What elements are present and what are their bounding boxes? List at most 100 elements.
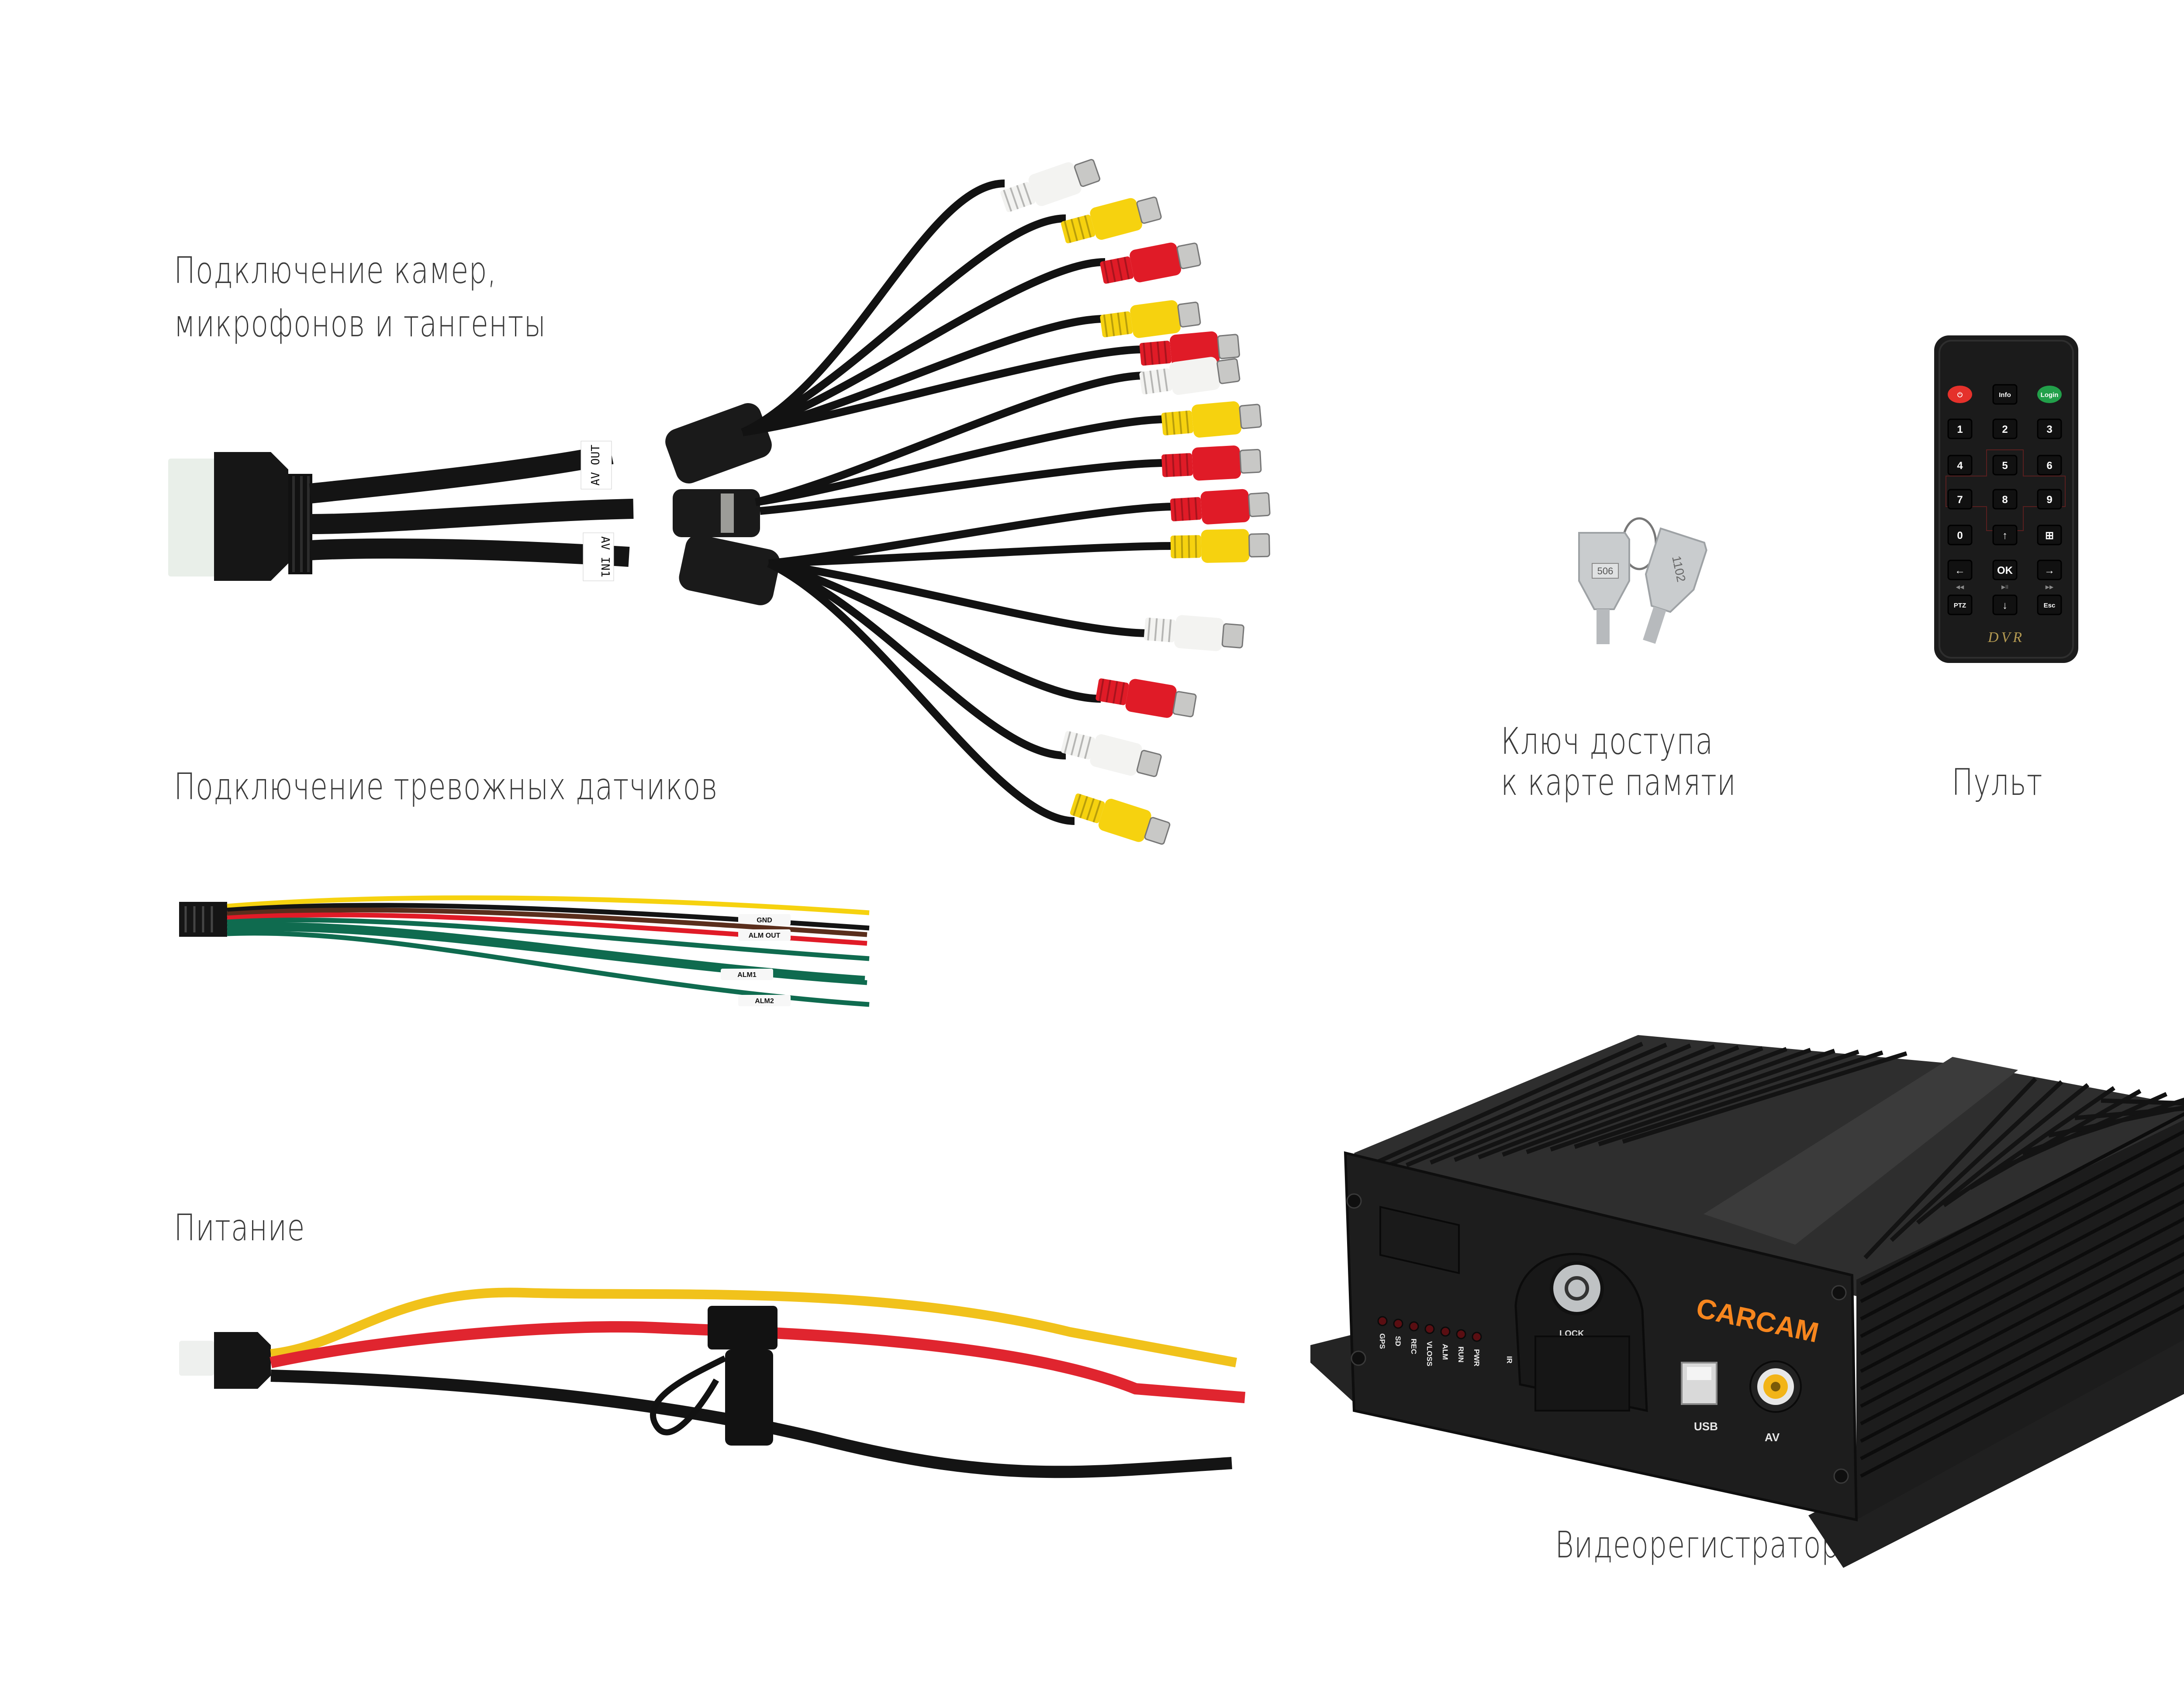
remote-button-→[interactable]: → [2037,559,2062,580]
fin [1863,1077,2037,1260]
remote-button-esc[interactable]: Esc [2037,594,2062,615]
remote-button-↓[interactable]: ↓ [1992,594,2018,615]
key-lock-cylinder[interactable] [1550,1261,1604,1315]
sd-card-door[interactable] [1534,1336,1630,1412]
trunk-cable-av-out [309,444,614,504]
remote-button-⊞[interactable]: ⊞ [2037,525,2062,545]
side-fin [1860,1269,2184,1443]
fin [1357,1042,1644,1173]
remote-button-3[interactable]: 3 [2037,418,2062,439]
alarm-wire-tag [738,929,791,941]
remote-button-7[interactable]: 7 [1947,489,1973,510]
alarm-wire-tag-text: ALM OUT [749,932,781,939]
av-breakout-cable: AV OUT AV IN1 [168,159,1271,845]
rca-lead [741,258,1106,436]
led-gps [1377,1316,1388,1326]
remote-button-2[interactable]: 2 [1992,418,2018,439]
dpad-outline [1946,449,2066,531]
rca-lead [768,542,1175,567]
caption-cameras-line2: микрофонов и тангенты [174,302,546,345]
side-fin [1860,1217,2184,1391]
tag-av-in1 [583,532,614,581]
alarm-wire-tag [738,995,791,1006]
tag-av-in1-text: AV IN1 [598,536,612,577]
display-window [1379,1206,1460,1274]
rca-lead [742,315,1106,436]
remote-button-info[interactable]: Info [1992,384,2018,405]
remote-media-hint: ▶II [2001,584,2008,590]
led-label-sd: SD [1394,1336,1402,1346]
remote-button-1[interactable]: 1 [1947,418,1973,439]
fin [1502,1047,1787,1157]
remote-button-↑[interactable]: ↑ [1992,525,2018,545]
rca-lead [760,459,1167,515]
svg-text:0: 0 [1957,530,1963,542]
svg-text:5: 5 [2002,460,2008,472]
remote-button-6[interactable]: 6 [2037,455,2062,476]
remote-button-power[interactable]: ⏻ [1948,386,1972,403]
remote-button-←[interactable]: ← [1947,559,1973,580]
caption-keys-line1: Ключ доступа [1501,720,1714,763]
power-plug-insert [179,1341,214,1376]
caption-cameras-line1: Подключение камер, [174,249,497,292]
side-fins [1860,1112,2184,1478]
power-wire-yellow [270,1287,1237,1367]
sd-access-keys: 506 1102 [1578,517,1707,644]
fuse-holder-body [725,1349,773,1446]
remote-button-8[interactable]: 8 [1992,489,2018,510]
heatsink-fins [1357,1042,2184,1260]
splitter-hub-bottom [679,535,780,605]
aviation-connector [673,489,760,537]
remote-button-0[interactable]: 0 [1947,525,1973,545]
led-rec [1409,1321,1419,1332]
rca-lead [741,179,1005,436]
remote-button-9[interactable]: 9 [2037,489,2062,510]
remote-button-ok[interactable]: OK [1992,559,2018,580]
svg-text:↓: ↓ [2002,600,2008,611]
rca-lead [767,559,1075,825]
fin [1916,1083,2090,1225]
side-fin [1860,1304,2184,1478]
trunk-cable-aviation [310,499,634,534]
svg-text:3: 3 [2046,424,2052,435]
av-label: AV [1765,1431,1780,1444]
side-fin [1860,1234,2184,1408]
rca-connector-yellow [1070,793,1171,845]
remote-button-4[interactable]: 4 [1947,455,1973,476]
aviation-thread [721,494,734,533]
tag-av-out-text: AV OUT [589,445,602,486]
svg-text:Login: Login [2041,391,2059,399]
power-wire-red [270,1321,1246,1403]
multipin-connector-body [214,452,288,581]
key-1-code: 506 [1597,566,1614,576]
svg-text:↑: ↑ [2002,530,2008,542]
alarm-wire-yellow [227,895,870,915]
svg-text:←: ← [1955,565,1965,576]
caption-keys-line2: к карте памяти [1501,761,1736,804]
svg-text:⊞: ⊞ [2045,530,2054,542]
fin [1550,1049,1835,1152]
caption-remote: Пульт [1952,761,2043,804]
rca-lead [767,559,1101,703]
fuse-strap [650,1355,727,1436]
led-label-pwr: PWR [1472,1349,1481,1367]
power-wire-black [270,1370,1232,1478]
fin [1622,1051,1908,1144]
side-fin [1860,1164,2184,1338]
led-run [1456,1329,1466,1339]
rca-lead [767,559,1066,759]
remote-button-login[interactable]: Login [2037,386,2062,403]
led-label-alm: ALM [1441,1344,1449,1360]
rca-lead [754,372,1145,506]
fin [1454,1045,1739,1162]
remote-button-5[interactable]: 5 [1992,455,2018,476]
fin [1406,1043,1691,1167]
side-fin [1860,1129,2184,1303]
rca-connector-red [1095,678,1197,718]
remote-button-ptz[interactable]: PTZ [1947,594,1973,615]
fin [2101,1098,2184,1106]
